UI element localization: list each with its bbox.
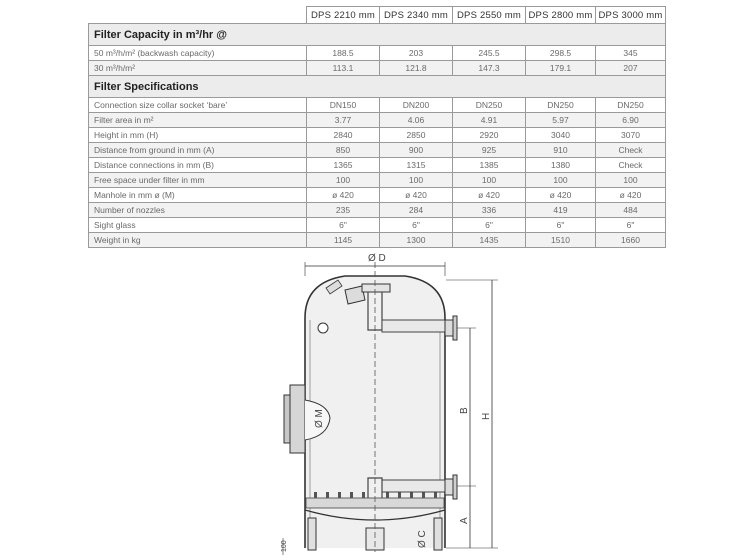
cell-value: 3.77	[306, 112, 380, 128]
manhole-cover	[283, 394, 291, 444]
sight-glass	[317, 322, 329, 334]
upper-connection-flange	[444, 319, 454, 337]
cell-value: 1510	[525, 232, 596, 248]
cell-value: 484	[595, 202, 666, 218]
cell-value: 100	[452, 172, 526, 188]
cell-value: 1145	[306, 232, 380, 248]
cell-value: Check	[595, 142, 666, 158]
cell-value: 5.97	[525, 112, 596, 128]
label-a: A	[459, 517, 470, 524]
label-height: H	[481, 413, 492, 420]
cell-value: 284	[379, 202, 453, 218]
label-manhole: Ø M	[314, 409, 325, 428]
table-row: Free space under filter in mm 100 100 10…	[88, 172, 666, 188]
cell-value: 147.3	[452, 60, 526, 76]
cell-value: 1660	[595, 232, 666, 248]
label-b: B	[459, 407, 470, 414]
cell-value: 235	[306, 202, 380, 218]
row-label: Number of nozzles	[88, 202, 307, 218]
top-dome-hatch	[344, 285, 366, 305]
vent-pipe	[325, 279, 343, 295]
support-leg	[307, 517, 317, 551]
cell-value: 121.8	[379, 60, 453, 76]
table-row: Sight glass 6" 6" 6" 6" 6"	[88, 217, 666, 233]
cell-value: 4.06	[379, 112, 453, 128]
table-row: Number of nozzles 235 284 336 419 484	[88, 202, 666, 218]
table-row: 30 m³/h/m² 113.1 121.8 147.3 179.1 207	[88, 60, 666, 76]
label-diameter: Ø D	[368, 253, 386, 264]
nozzle-row	[314, 492, 437, 498]
lower-connection-flange	[444, 478, 454, 496]
table-row: Connection size collar socket ‘bare’ DN1…	[88, 97, 666, 113]
lower-outlet-pipe	[381, 479, 447, 493]
cell-value: 207	[595, 60, 666, 76]
cell-value: 113.1	[306, 60, 380, 76]
cell-value: 100	[525, 172, 596, 188]
manhole-opening	[304, 399, 331, 441]
table-row: Distance connections in mm (B) 1365 1315…	[88, 157, 666, 173]
manhole-flange	[289, 384, 306, 454]
cell-value: 179.1	[525, 60, 596, 76]
inlet-distributor	[367, 292, 383, 331]
cell-value: 900	[379, 142, 453, 158]
outlet-collector	[367, 477, 383, 498]
lower-connection-flange	[452, 474, 458, 500]
inlet-pipe	[381, 319, 447, 333]
table-row: Distance from ground in mm (A) 850 900 9…	[88, 142, 666, 158]
cell-value: 1300	[379, 232, 453, 248]
cell-value: 419	[525, 202, 596, 218]
specifications-table: DPS 2210 mm DPS 2340 mm DPS 2550 mm DPS …	[88, 6, 666, 248]
label-free-space: 100	[281, 540, 288, 552]
upper-connection-flange	[452, 315, 458, 341]
label-oc: Ø C	[417, 530, 428, 548]
top-inlet-flange	[361, 283, 391, 293]
row-label: Weight in kg	[88, 232, 307, 248]
table-row: Weight in kg 1145 1300 1435 1510 1660	[88, 232, 666, 248]
cell-value: 850	[306, 142, 380, 158]
row-label: Free space under filter in mm	[88, 172, 307, 188]
model-header-row: DPS 2210 mm DPS 2340 mm DPS 2550 mm DPS …	[88, 6, 666, 24]
cell-value: 100	[595, 172, 666, 188]
support-leg	[433, 517, 443, 551]
